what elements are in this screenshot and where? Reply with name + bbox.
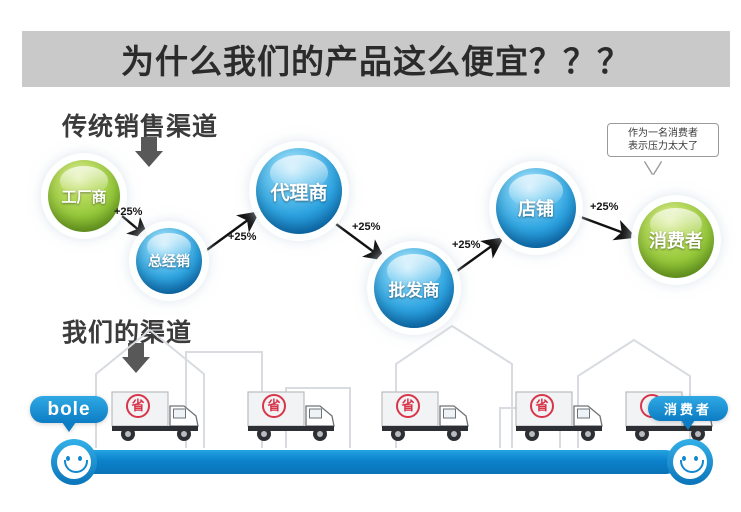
node-label: 消费者 [649, 231, 703, 251]
bubble-tail [681, 420, 695, 430]
truck-stamp-text: 省 [266, 398, 280, 413]
our-channel-heading: 我们的渠道 [62, 319, 193, 347]
node-consumer[interactable]: 消费者 [638, 202, 714, 278]
consumer-bubble-label: 消费者 [663, 402, 712, 417]
delivery-truck-icon: 省 [111, 391, 199, 442]
title-banner [22, 31, 730, 87]
node-agent[interactable]: 代理商 [256, 148, 342, 234]
markup-label: +25% [352, 221, 381, 233]
markup-label: +25% [228, 231, 257, 243]
node-label: 总经销 [148, 253, 190, 269]
markup-label: +25% [114, 206, 143, 218]
truck-stamp-text: 省 [400, 398, 414, 413]
truck-row: 省 省 省 省 [111, 391, 713, 442]
node-factory[interactable]: 工厂商 [48, 160, 120, 232]
truck-stamp-text: 省 [534, 398, 548, 413]
delivery-truck-icon: 省 [247, 391, 335, 442]
callout-line-2: 表示压力太大了 [628, 141, 698, 152]
markup-label: +25% [452, 239, 481, 251]
brand-label: bole [47, 398, 91, 420]
node-label: 店铺 [518, 199, 554, 219]
smiley-face-icon [667, 439, 713, 485]
callout-line-1: 作为一名消费者 [628, 128, 698, 139]
node-general-distributor[interactable]: 总经销 [136, 228, 202, 294]
node-label: 代理商 [270, 182, 328, 204]
delivery-truck-icon: 省 [381, 391, 469, 442]
page-title: 为什么我们的产品这么便宜？？？ [121, 43, 631, 80]
traditional-channel-heading: 传统销售渠道 [62, 113, 219, 141]
brand-bubble: bole [30, 396, 108, 432]
node-wholesaler[interactable]: 批发商 [374, 248, 454, 328]
down-arrow-icon [135, 137, 163, 167]
bubble-tail [62, 422, 76, 432]
down-arrow-icon [122, 343, 150, 373]
consumer-callout: 作为一名消费者 表示压力太大了 [607, 123, 719, 157]
truck-stamp-text: 省 [130, 398, 144, 413]
markup-label: +25% [590, 201, 619, 213]
smiley-face-icon [51, 439, 97, 485]
node-store[interactable]: 店铺 [496, 168, 576, 248]
consumer-bubble: 消费者 [648, 396, 728, 430]
callout-tail [645, 161, 661, 174]
channel-track-bar [62, 450, 678, 474]
node-label: 批发商 [388, 280, 440, 300]
delivery-truck-icon: 省 [515, 391, 603, 442]
node-label: 工厂商 [61, 188, 107, 206]
